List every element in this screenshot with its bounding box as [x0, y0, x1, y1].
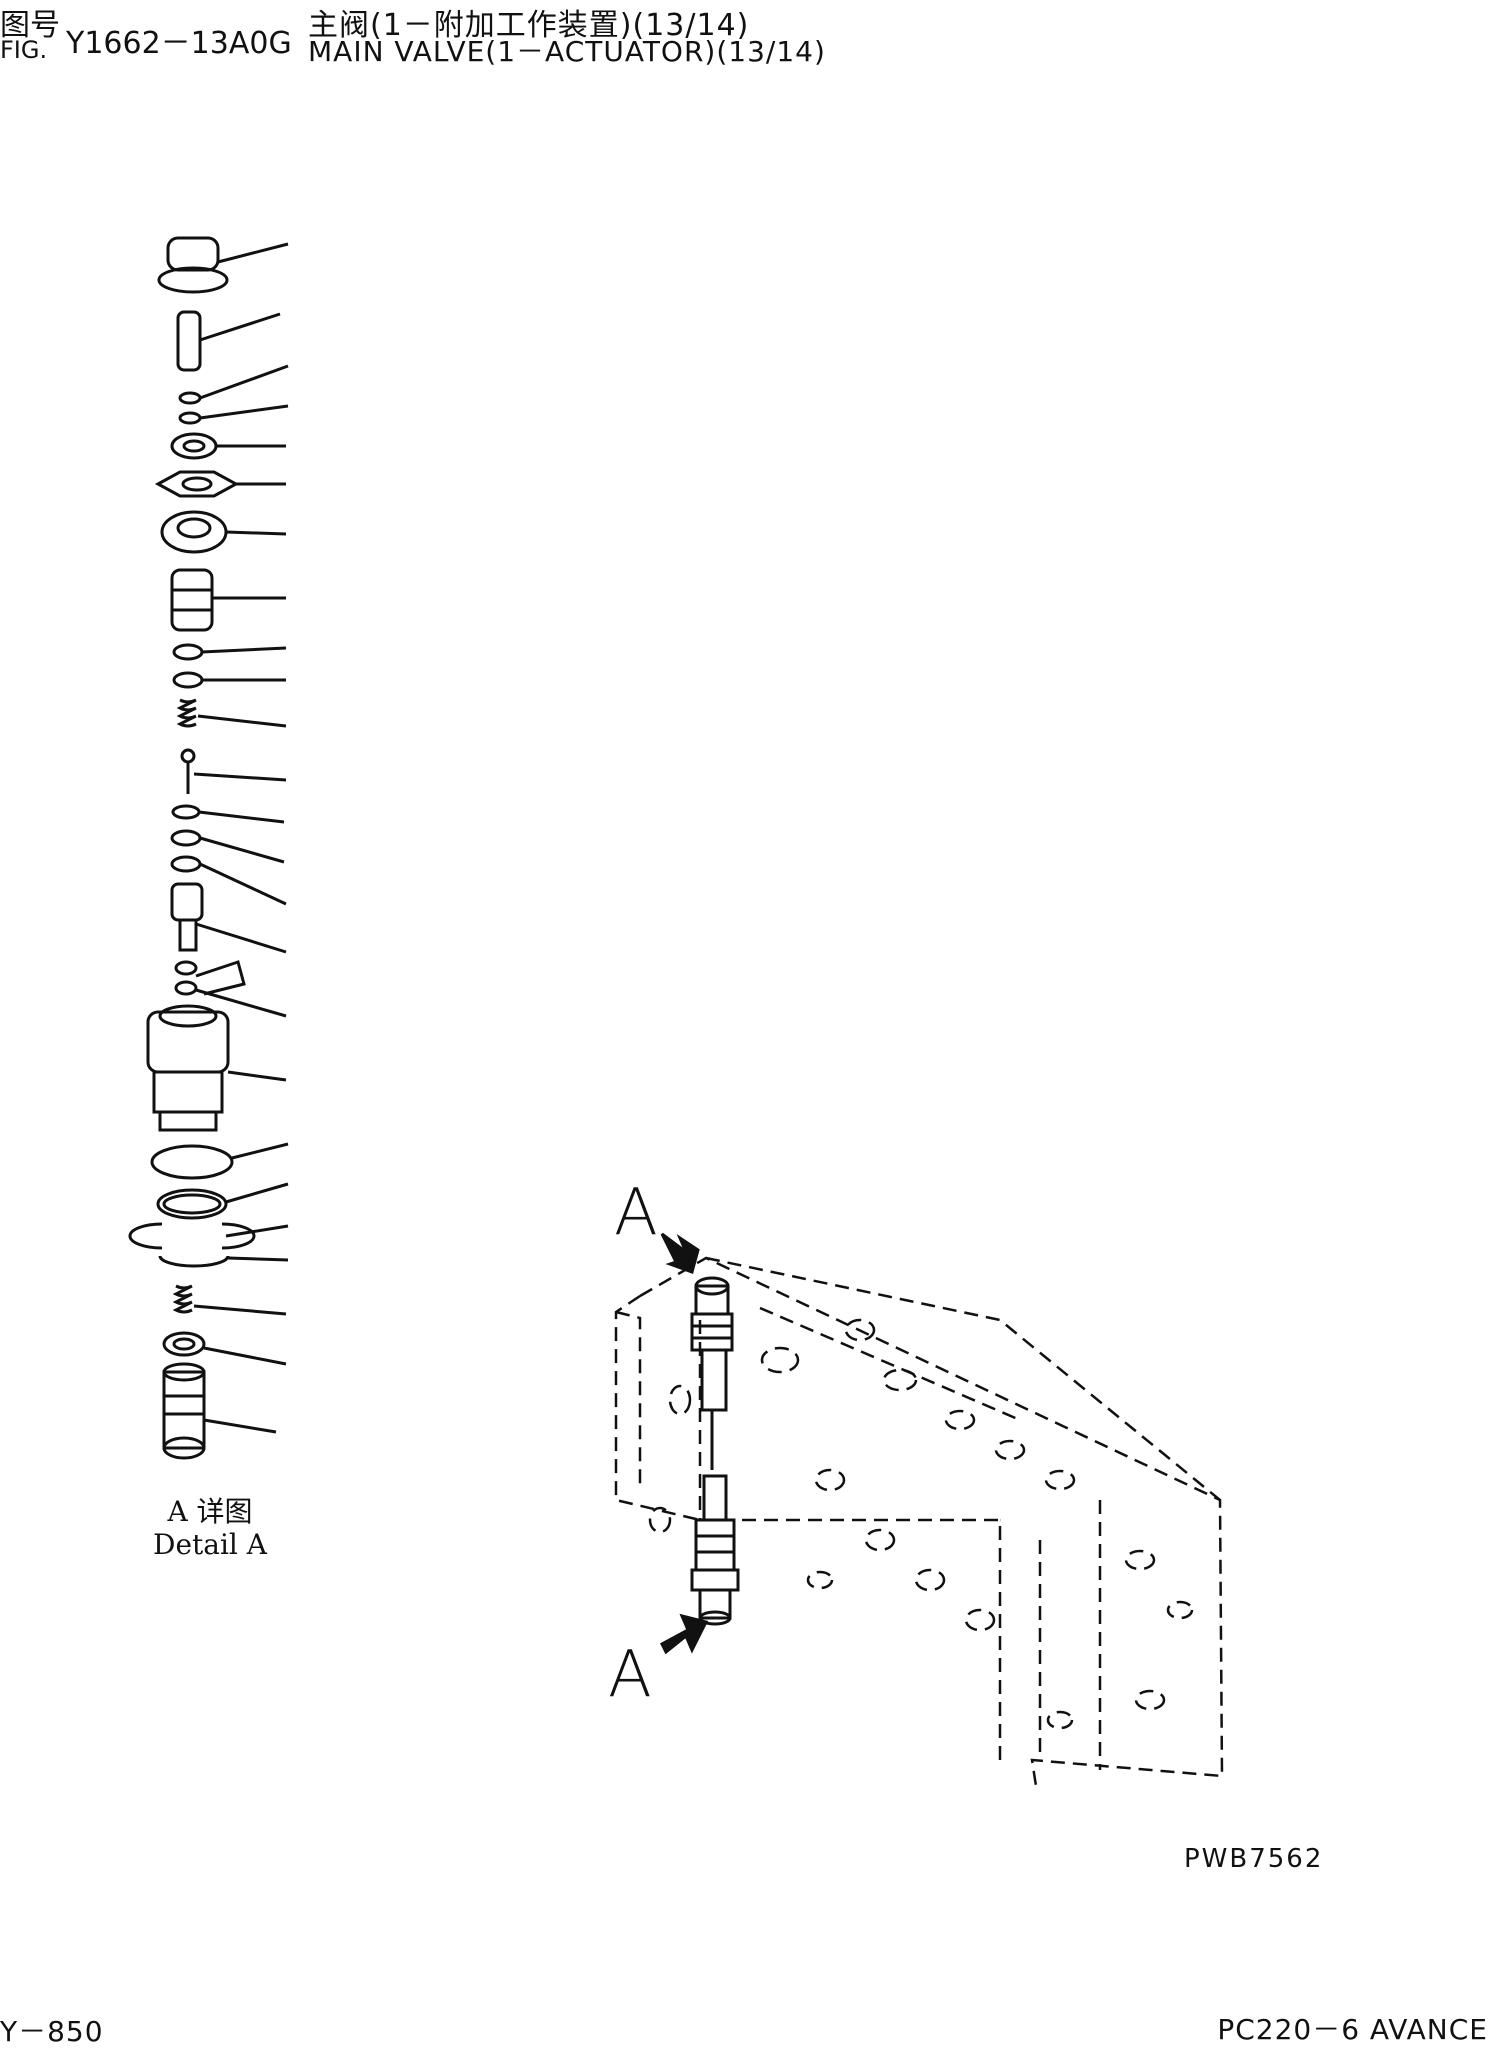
page-number: Y－850 — [0, 2015, 104, 2048]
main-valve-assembly — [614, 1256, 1224, 1789]
relief-valve-top — [690, 1276, 734, 1470]
part-adjuster — [162, 1362, 277, 1460]
part-nut — [170, 432, 286, 460]
part-large-nut — [160, 510, 287, 554]
part-nut-lower — [162, 1331, 287, 1366]
part-pin — [176, 310, 281, 372]
part-poppet — [180, 748, 287, 794]
part-spring-upper — [176, 698, 287, 728]
detail-label-english: Detail A — [153, 1528, 267, 1561]
figure-label-chinese: 图号 — [0, 8, 60, 43]
title-chinese: 主阀(1－附加工作装置)(13/14) — [308, 8, 750, 43]
callout-arrow-top — [660, 1232, 700, 1274]
part-washer-tag — [174, 960, 287, 1018]
figure-label-english: FIG. — [0, 36, 48, 64]
figure-number: Y1662－13A0G — [66, 26, 292, 61]
exploded-parts-stack — [128, 236, 289, 1460]
part-valve-body — [146, 1004, 287, 1132]
model-name: PC220－6 AVANCE — [1217, 2013, 1488, 2046]
callout-a-top: A — [614, 1176, 658, 1250]
drawing-code: PWB7562 — [1184, 1844, 1324, 1874]
part-small-rings — [178, 364, 289, 425]
part-plate — [154, 470, 286, 498]
part-spring-lower — [172, 1284, 287, 1316]
part-rings-middle — [170, 804, 287, 906]
part-sleeve — [170, 568, 286, 632]
part-rings-upper — [172, 643, 287, 689]
part-cap — [157, 236, 289, 294]
callout-arrow-bottom — [660, 1613, 709, 1655]
relief-valve-bottom — [690, 1474, 740, 1626]
part-piston — [170, 882, 287, 954]
detail-label-chinese: A 详图 — [167, 1495, 253, 1528]
callout-a-bottom: A — [608, 1638, 652, 1712]
part-large-rings — [128, 1142, 289, 1268]
title-english: MAIN VALVE(1－ACTUATOR)(13/14) — [308, 35, 826, 68]
